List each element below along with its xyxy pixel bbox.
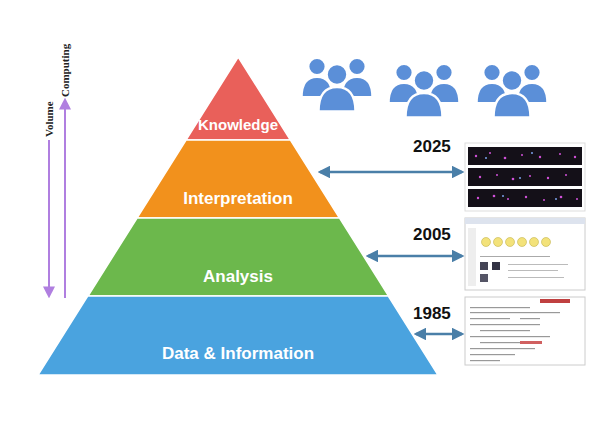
- year-label: 1985: [413, 304, 451, 324]
- axis-label: Computing: [59, 44, 71, 97]
- screenshot-image: [465, 143, 585, 211]
- band-label: Data & Information: [162, 344, 314, 364]
- interpretation-band: Interpretation: [137, 140, 340, 218]
- computing-arrow: [64, 100, 66, 298]
- screenshot-image: [465, 218, 585, 290]
- band-label: Knowledge: [198, 116, 278, 134]
- band-fill: [186, 57, 290, 140]
- band-fill: [88, 218, 389, 296]
- data-band: Data & Information: [38, 296, 438, 375]
- knowledge-band: Knowledge: [186, 57, 290, 140]
- link-arrow: [416, 333, 462, 336]
- band-shape: [38, 296, 438, 375]
- link-arrow: [368, 255, 462, 258]
- analysis-band: Analysis: [88, 218, 389, 296]
- band-label: Interpretation: [183, 189, 293, 209]
- band-fill: [38, 296, 438, 375]
- people-icons: [302, 58, 547, 117]
- screenshot-image: [465, 297, 585, 365]
- year-label: 2005: [413, 225, 451, 245]
- band-label: Analysis: [203, 267, 273, 287]
- band-fill: [137, 140, 340, 218]
- volume-arrow: [48, 140, 50, 296]
- link-arrow: [320, 171, 462, 174]
- axis-label: Volume: [43, 101, 55, 137]
- year-label: 2025: [413, 137, 451, 157]
